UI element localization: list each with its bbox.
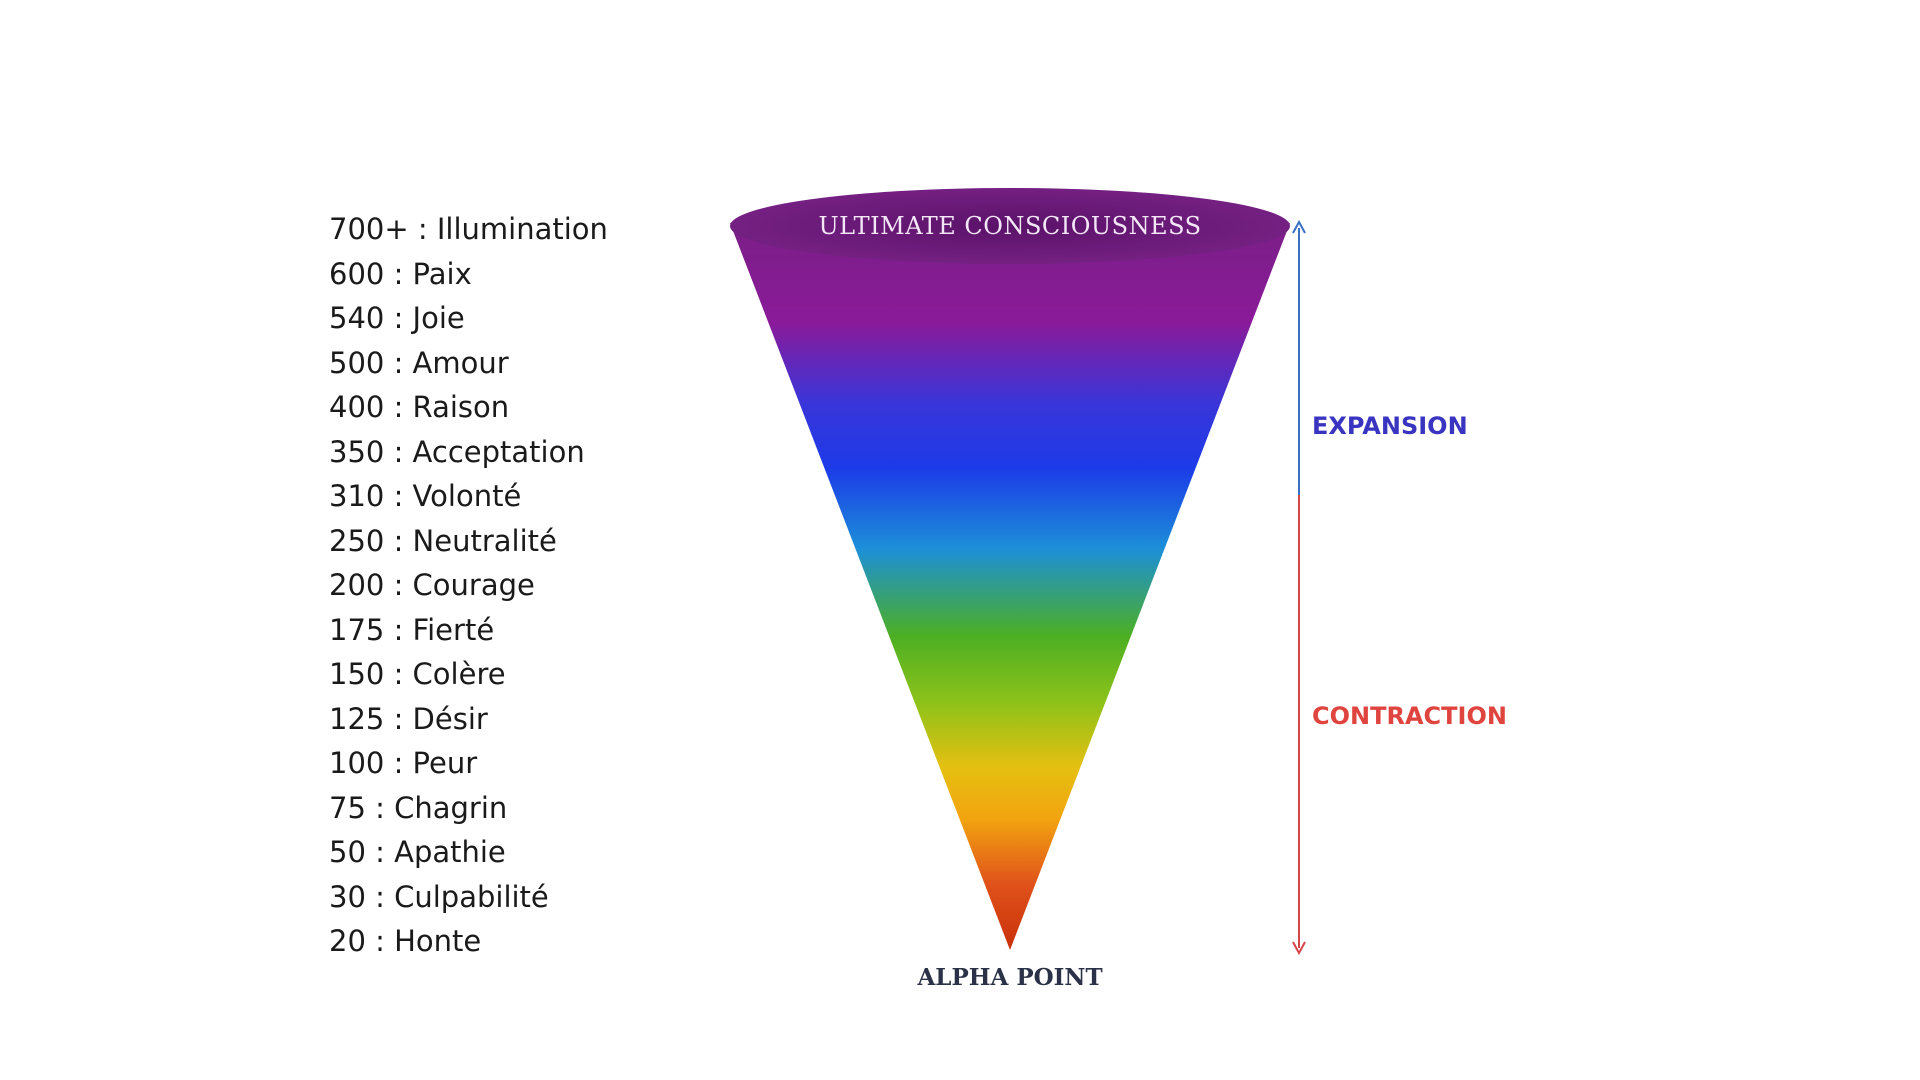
up-arrow-icon: [1292, 219, 1306, 234]
ultimate-consciousness-label: ULTIMATE CONSCIOUSNESS: [818, 212, 1201, 240]
expansion-label: EXPANSION: [1312, 412, 1468, 440]
level-item: 30 : Culpabilité: [329, 879, 549, 914]
level-item: 200 : Courage: [329, 568, 535, 602]
consciousness-levels-list: 700+ : Illumination 600 : Paix 540 : Joi…: [329, 207, 608, 964]
contraction-label: CONTRACTION: [1312, 702, 1507, 730]
level-item: 700+ : Illumination: [329, 212, 608, 246]
cone-top-ellipse: [730, 188, 1290, 264]
down-arrow-icon: [1292, 941, 1306, 956]
level-item: 100 : Peur: [329, 746, 478, 780]
level-item: 540 : Joie: [329, 301, 465, 335]
level-item: 310 : Volonté: [329, 479, 522, 513]
level-item: 350 : Acceptation: [329, 434, 585, 469]
level-item: 20 : Honte: [329, 924, 482, 958]
level-item: 600 : Paix: [329, 256, 472, 291]
consciousness-cone: [730, 223, 1290, 950]
level-item: 400 : Raison: [329, 390, 510, 424]
level-item: 500 : Amour: [329, 345, 509, 380]
level-item: 250 : Neutralité: [329, 523, 557, 558]
alpha-point-label: ALPHA POINT: [916, 964, 1102, 991]
level-item: 50 : Apathie: [329, 835, 506, 869]
level-item: 125 : Désir: [329, 701, 488, 736]
level-item: 175 : Fierté: [329, 612, 495, 647]
level-item: 150 : Colère: [329, 657, 506, 691]
level-item: 75 : Chagrin: [329, 790, 508, 825]
